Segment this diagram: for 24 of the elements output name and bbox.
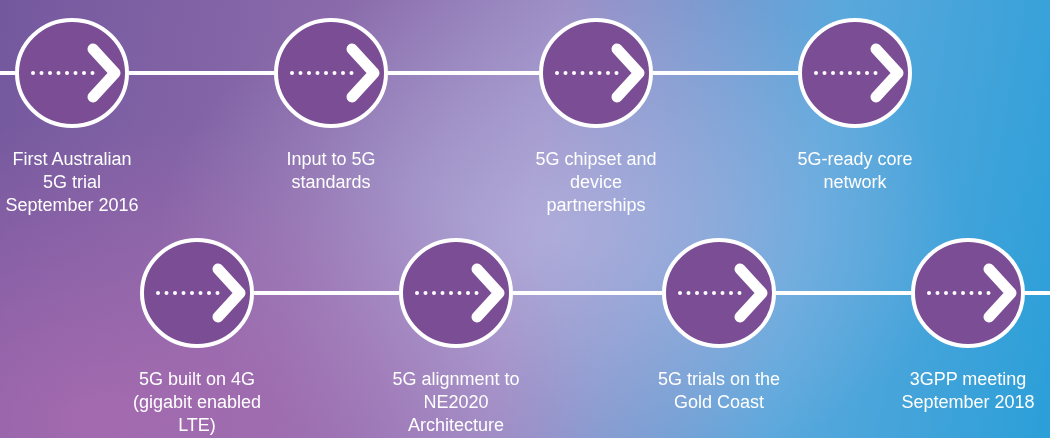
connector-line <box>388 71 539 75</box>
milestone-caption: 5G chipset and device partnerships <box>534 148 658 217</box>
milestone-circle <box>399 238 513 348</box>
milestone-caption: 5G trials on the Gold Coast <box>656 368 782 414</box>
milestone-circle <box>15 18 129 128</box>
connector-line <box>513 291 662 295</box>
milestone-caption: 3GPP meeting September 2018 <box>900 368 1036 414</box>
connector-line <box>1025 291 1050 295</box>
connector-line <box>653 71 798 75</box>
connector-line <box>254 291 399 295</box>
connector-line <box>0 71 15 75</box>
milestone-caption: 5G-ready core network <box>796 148 914 194</box>
milestone-caption: Input to 5G standards <box>285 148 377 194</box>
milestone-circle <box>662 238 776 348</box>
milestone-caption: 5G alignment to NE2020 Architecture <box>391 368 521 437</box>
milestone-circle <box>911 238 1025 348</box>
milestone-circle <box>539 18 653 128</box>
milestone-caption: First Australian 5G trial September 2016 <box>4 148 140 217</box>
milestone-circle <box>274 18 388 128</box>
milestone-circle <box>140 238 254 348</box>
connector-line <box>776 291 911 295</box>
milestone-circle <box>798 18 912 128</box>
connector-line <box>129 71 274 75</box>
milestone-caption: 5G built on 4G (gigabit enabled LTE) <box>131 368 263 437</box>
